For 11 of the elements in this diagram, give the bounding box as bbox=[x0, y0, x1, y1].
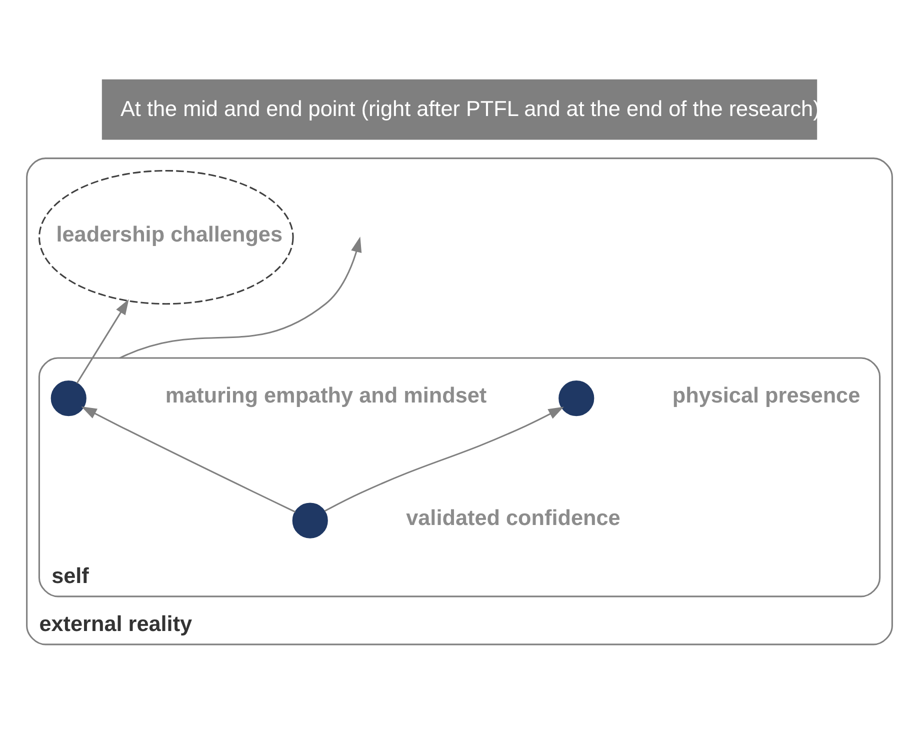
node-label: physical presence bbox=[672, 382, 860, 408]
arrow bbox=[119, 236, 362, 359]
node-circle bbox=[50, 380, 86, 416]
arrow bbox=[81, 406, 296, 513]
node-circle bbox=[558, 380, 594, 416]
node-label: validated confidence bbox=[406, 504, 620, 530]
node-label: maturing empathy and mindset bbox=[165, 382, 487, 408]
arrow bbox=[76, 299, 129, 384]
node-ellipse: leadership challenges bbox=[38, 170, 294, 305]
arrow bbox=[324, 406, 564, 512]
node-circle bbox=[292, 502, 328, 538]
